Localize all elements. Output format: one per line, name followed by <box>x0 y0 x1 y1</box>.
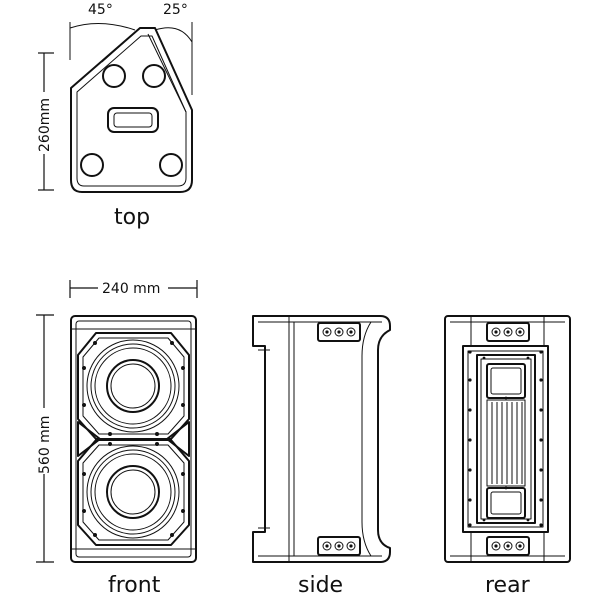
amp-upper-module <box>486 363 526 399</box>
top-pole-mount-1 <box>102 64 126 88</box>
amp-heatsink <box>486 399 526 487</box>
view-label-front: front <box>108 573 161 598</box>
amplifier-panel <box>462 345 549 533</box>
front-cabinet-outline <box>70 315 197 563</box>
top-handle <box>107 107 159 133</box>
angle-arc-right <box>154 27 193 43</box>
width-dimension-label: 240 mm <box>102 281 160 297</box>
woofer-lower <box>77 439 190 546</box>
rear-cabinet-outline <box>444 315 571 563</box>
port-right <box>166 421 190 457</box>
front-view: 240 mm 560 mm <box>34 278 198 598</box>
height-dimension-label: 560 mm <box>37 416 53 474</box>
top-cabinet-outline <box>70 27 193 193</box>
side-rigging-bottom <box>317 536 361 556</box>
top-foot-1 <box>80 153 104 177</box>
angle-arc-left <box>69 22 136 31</box>
rear-rigging-bottom <box>486 536 530 556</box>
rear-view: rear <box>444 315 571 598</box>
view-label-top: top <box>114 205 150 230</box>
side-view: side <box>252 315 391 598</box>
top-view: 45° 25° 260mm top <box>34 2 193 230</box>
depth-dimension-label: 260mm <box>37 98 53 152</box>
woofer-upper <box>77 332 190 440</box>
view-label-rear: rear <box>485 573 531 598</box>
angle-label-right: 25° <box>163 2 188 18</box>
rear-screws <box>468 350 543 527</box>
side-cabinet-outline <box>252 315 391 563</box>
view-label-side: side <box>298 573 343 598</box>
port-left <box>77 421 101 457</box>
front-screws <box>82 341 185 537</box>
angle-label-left: 45° <box>88 2 113 18</box>
top-foot-2 <box>159 153 183 177</box>
rear-rigging-top <box>486 322 530 342</box>
top-pole-mount-2 <box>142 64 166 88</box>
side-rigging-top <box>317 322 361 342</box>
